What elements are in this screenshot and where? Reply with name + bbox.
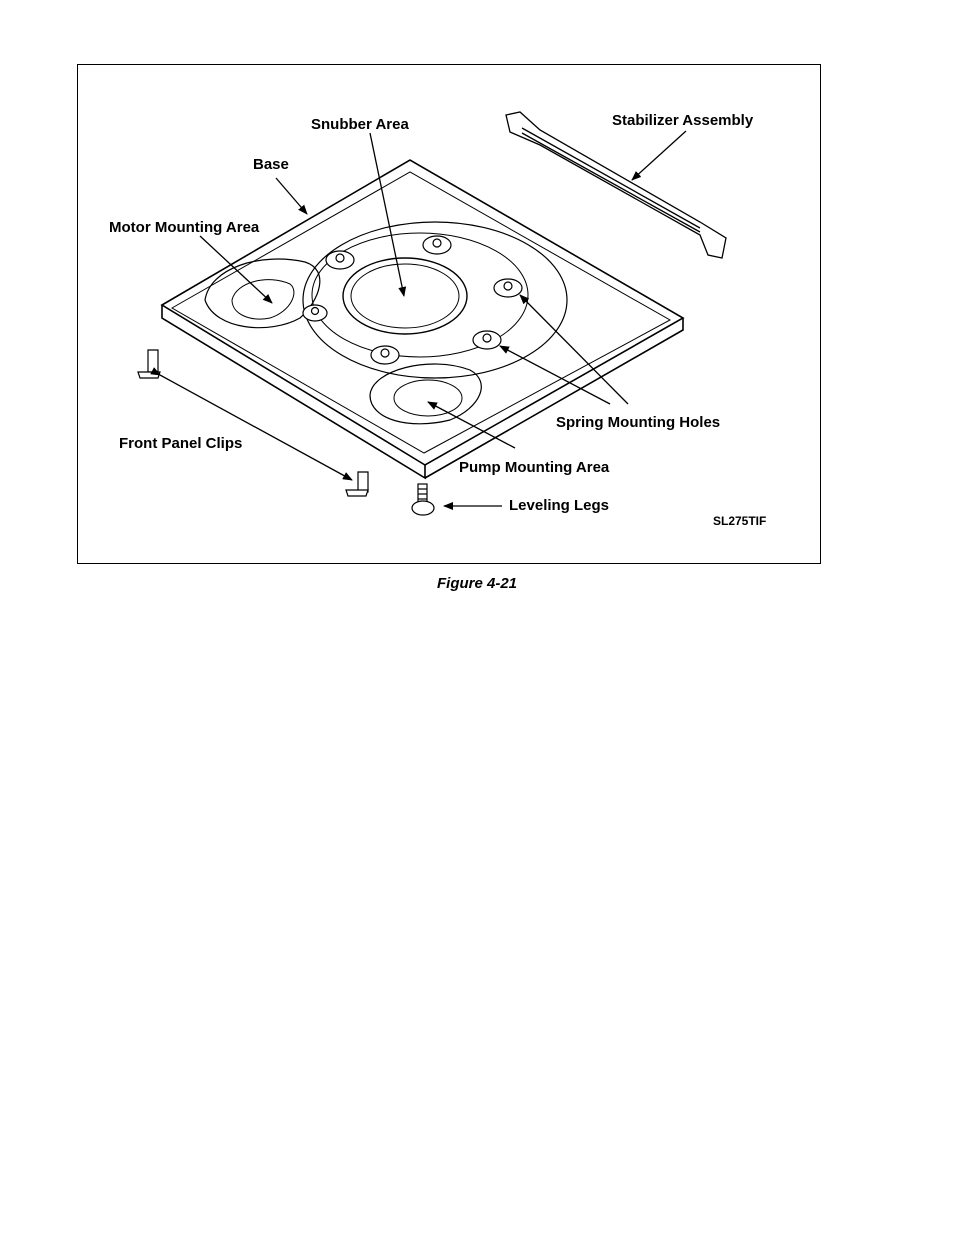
figure-caption: Figure 4-21 — [0, 575, 954, 592]
stabilizer-assembly — [506, 112, 726, 258]
snubber-area — [343, 258, 467, 334]
arrow-base — [276, 178, 307, 214]
label-front-panel-clips: Front Panel Clips — [119, 435, 242, 452]
arrow-stabilizer — [632, 131, 686, 180]
arrow-spring-2 — [500, 346, 610, 404]
label-leveling-legs: Leveling Legs — [509, 497, 609, 514]
label-base: Base — [253, 156, 289, 173]
label-motor-mounting-area: Motor Mounting Area — [109, 219, 260, 236]
arrow-front-clips — [160, 375, 352, 480]
leveling-leg — [412, 484, 434, 515]
spring-mounting-grommets — [303, 236, 522, 364]
arrow-snubber — [370, 133, 404, 296]
front-panel-clip-left — [138, 350, 160, 378]
washer-base-diagram: Snubber Area Stabilizer Assembly Base Mo… — [0, 0, 954, 600]
label-spring-mounting-holes: Spring Mounting Holes — [556, 414, 720, 431]
label-pump-mounting-area: Pump Mounting Area — [459, 459, 610, 476]
arrow-pump — [428, 402, 515, 448]
figure-code: SL275TIF — [713, 514, 766, 528]
arrow-motor — [200, 236, 272, 303]
label-snubber-area: Snubber Area — [311, 116, 409, 133]
label-stabilizer-assembly: Stabilizer Assembly — [612, 112, 754, 129]
front-panel-clip-right — [346, 472, 368, 496]
